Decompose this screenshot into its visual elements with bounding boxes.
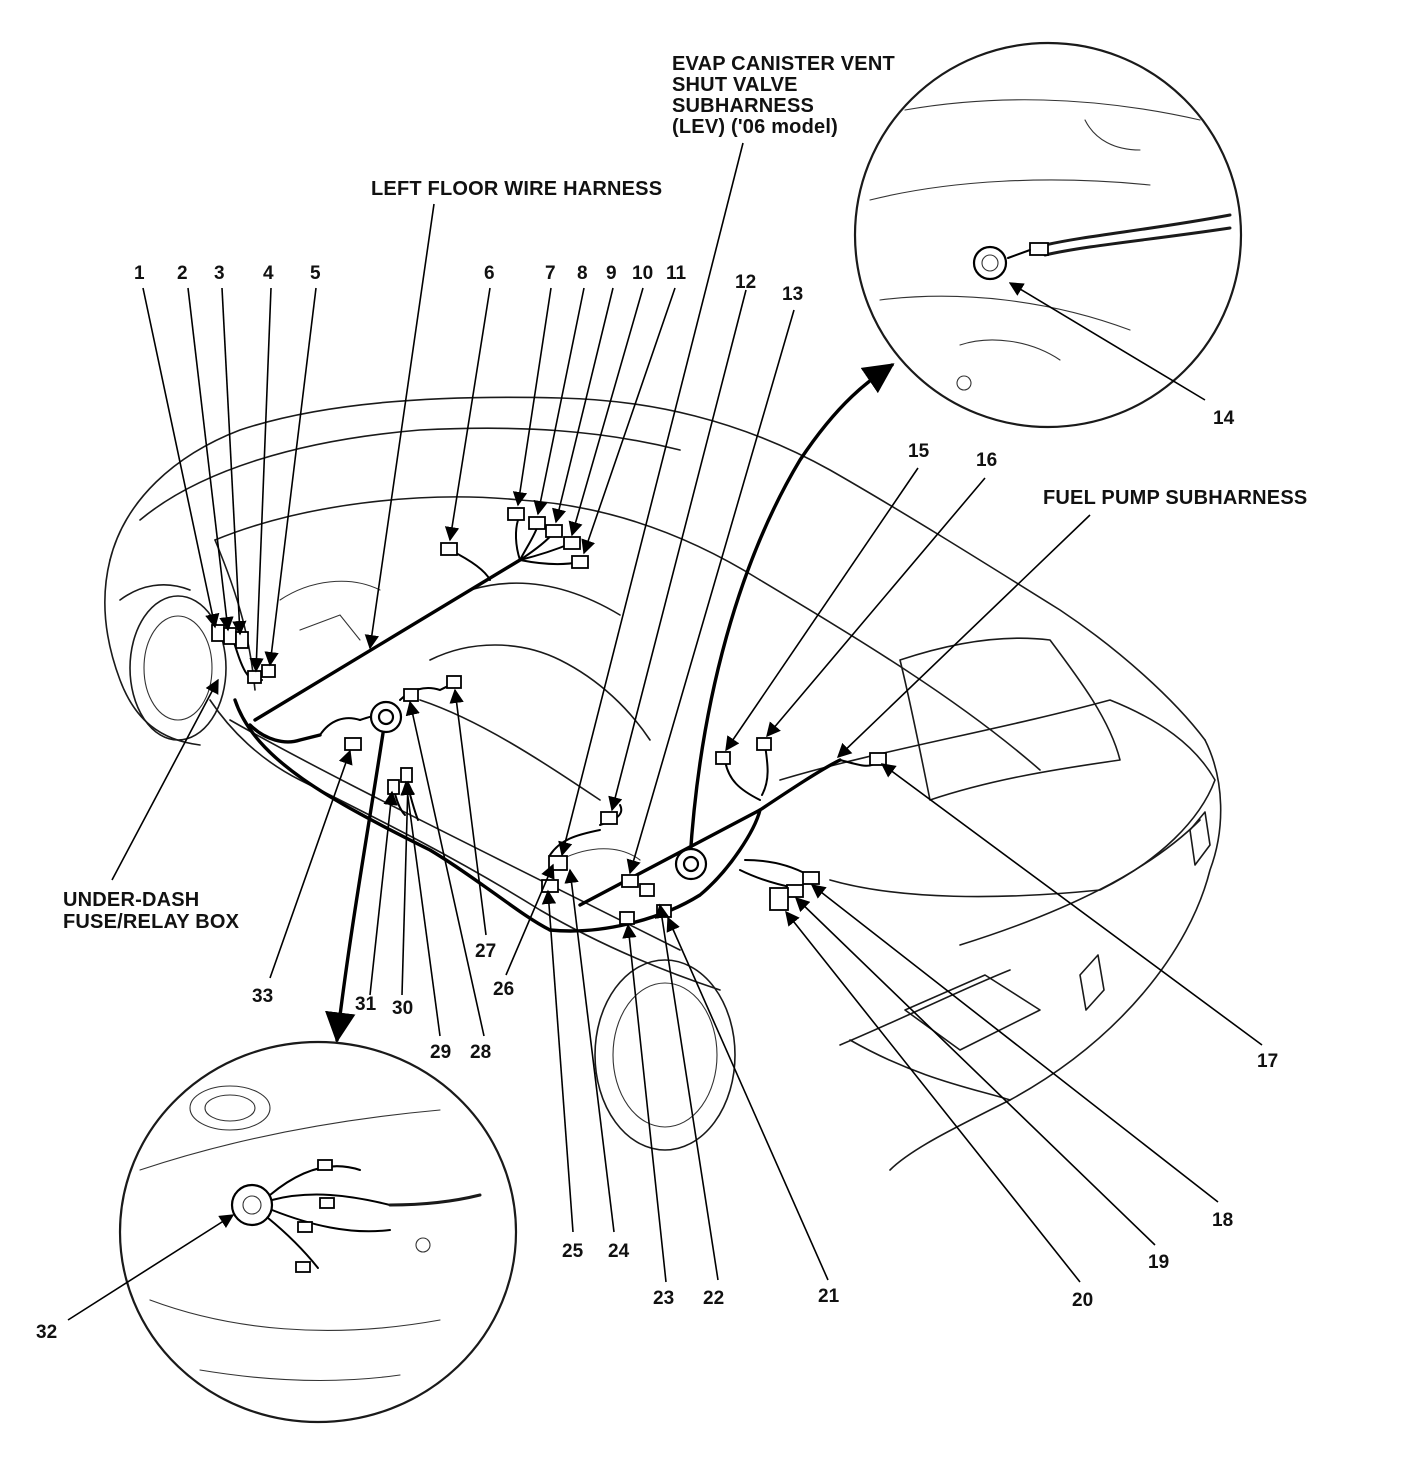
car-body [104,396,1222,1171]
callout-32: 32 [36,1322,57,1343]
label-evap-line-1: EVAP CANISTER VENT [672,53,895,75]
callout-18: 18 [1212,1210,1233,1231]
callout-13: 13 [782,284,803,305]
callout-17: 17 [1257,1051,1278,1072]
callout-1: 1 [134,263,145,284]
callout-9: 9 [606,263,617,284]
callout-numbers: 1 2 3 4 5 6 7 8 9 10 11 12 13 14 15 16 1… [36,263,1278,1343]
callout-29: 29 [430,1042,451,1063]
label-fuel-pump-subharness: FUEL PUMP SUBHARNESS [1043,487,1307,509]
callout-11: 11 [666,263,687,284]
callout-5: 5 [310,263,321,284]
callout-15: 15 [908,441,930,462]
callout-28: 28 [470,1042,491,1063]
callout-3: 3 [214,263,225,284]
label-under-dash-line-1: UNDER-DASH [63,889,199,911]
label-evap-line-3: SUBHARNESS [672,95,814,117]
callout-22: 22 [703,1288,724,1309]
callout-30: 30 [392,998,413,1019]
callout-4: 4 [263,263,274,284]
harness-routing [229,363,895,1044]
leader-lines [67,142,1263,1321]
callout-12: 12 [735,272,756,293]
callout-21: 21 [818,1286,840,1307]
label-evap-line-4: (LEV) ('06 model) [672,116,838,138]
callout-14: 14 [1213,408,1235,429]
callout-6: 6 [484,263,495,284]
detail-evap [853,41,1243,429]
label-left-floor-harness: LEFT FLOOR WIRE HARNESS [371,178,662,200]
callout-31: 31 [355,994,377,1015]
callout-25: 25 [562,1241,584,1262]
callout-26: 26 [493,979,514,1000]
detail-grommet [118,1040,518,1424]
label-evap-line-2: SHUT VALVE [672,74,798,96]
callout-27: 27 [475,941,496,962]
callout-10: 10 [632,263,653,284]
callout-16: 16 [976,450,997,471]
callout-7: 7 [545,263,556,284]
callout-24: 24 [608,1241,630,1262]
callout-33: 33 [252,986,273,1007]
callout-19: 19 [1148,1252,1169,1273]
callout-2: 2 [177,263,188,284]
callout-20: 20 [1072,1290,1093,1311]
connectors [211,507,887,925]
label-under-dash-line-2: FUSE/RELAY BOX [63,911,240,933]
callout-8: 8 [577,263,588,284]
callout-23: 23 [653,1288,674,1309]
text-labels: EVAP CANISTER VENT SHUT VALVE SUBHARNESS… [63,53,1307,933]
